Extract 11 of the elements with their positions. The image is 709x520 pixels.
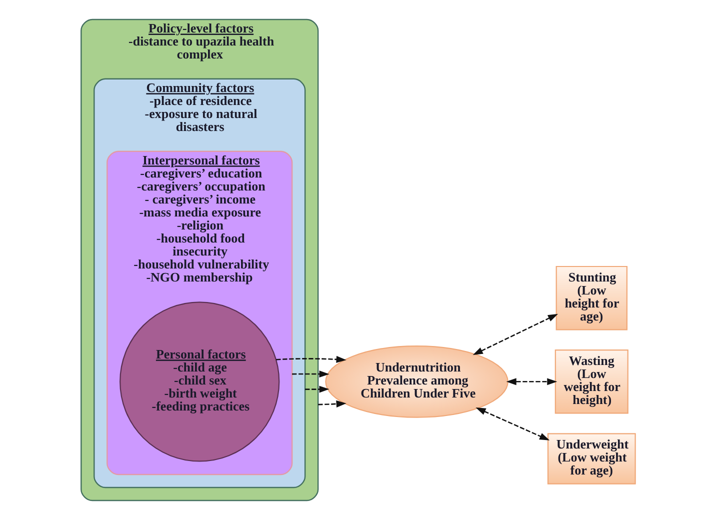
arrow <box>276 356 346 363</box>
arrow <box>318 400 346 408</box>
node-box: Wasting (Low weight for height) <box>554 350 628 414</box>
node-box: Stunting (Low height for age) <box>556 266 628 330</box>
arrow <box>506 378 558 386</box>
arrow <box>476 407 550 440</box>
node-circle: Personal factors -child age -child sex -birth weight -feeding practices <box>120 302 280 462</box>
arrow <box>472 314 558 356</box>
arrow <box>305 386 330 393</box>
node-box: Underweight (Low weight for age) <box>547 433 636 484</box>
arrow <box>292 370 330 378</box>
